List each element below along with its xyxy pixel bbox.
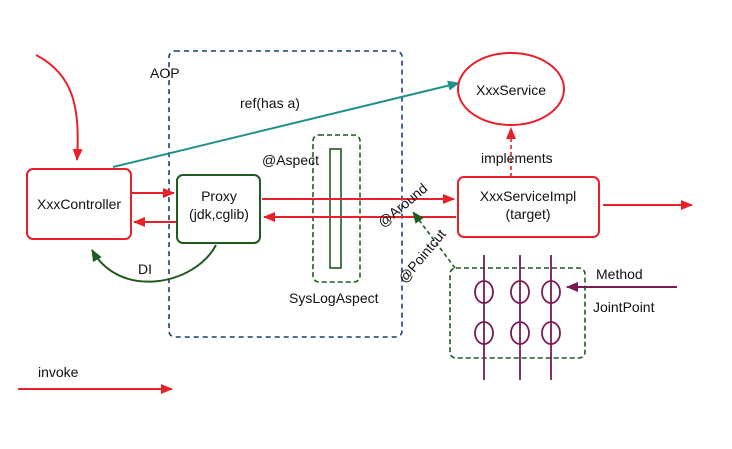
sys-log-aspect-label: SysLogAspect [289,290,379,306]
entry-arrow [35,54,83,161]
xxx-service-impl-box [457,176,600,238]
pointcut-arrow [412,211,456,269]
proxy-box [176,174,261,244]
sys-log-aspect-box [312,134,361,283]
joint-circle [510,321,530,345]
joint-circle [474,321,494,345]
joint-point-box [449,267,586,359]
aop-label: AOP [150,65,180,81]
invoke-legend-label: invoke [38,364,79,380]
xxx-service-ellipse [457,52,565,126]
joint-circle [541,321,561,345]
xxx-controller-label: XxxController [37,196,121,212]
xxx-service-label: XxxService [476,82,546,98]
aspect-label: @Aspect [262,152,319,168]
ref-arrow [112,80,460,168]
implements-label: implements [481,150,553,166]
xxx-controller-box [26,168,132,240]
proxy-label-line1: Proxy [201,188,237,204]
method-label: Method [596,266,643,282]
di-label: DI [138,261,152,277]
ref-label: ref(has a) [240,95,300,111]
joint-circle [541,280,561,304]
aop-boundary [168,50,403,338]
joint-circle [510,280,530,304]
joint-point-label: JointPoint [593,299,655,315]
impl-label-line2: (target) [505,206,550,222]
di-arrow [91,244,217,283]
sys-log-aspect-bar [329,148,342,269]
proxy-label-line2: (jdk,cglib) [189,206,249,222]
pointcut-label: @Pointcut [395,226,449,286]
impl-label-line1: XxxServiceImpl [480,188,576,204]
joint-circle [474,280,494,304]
